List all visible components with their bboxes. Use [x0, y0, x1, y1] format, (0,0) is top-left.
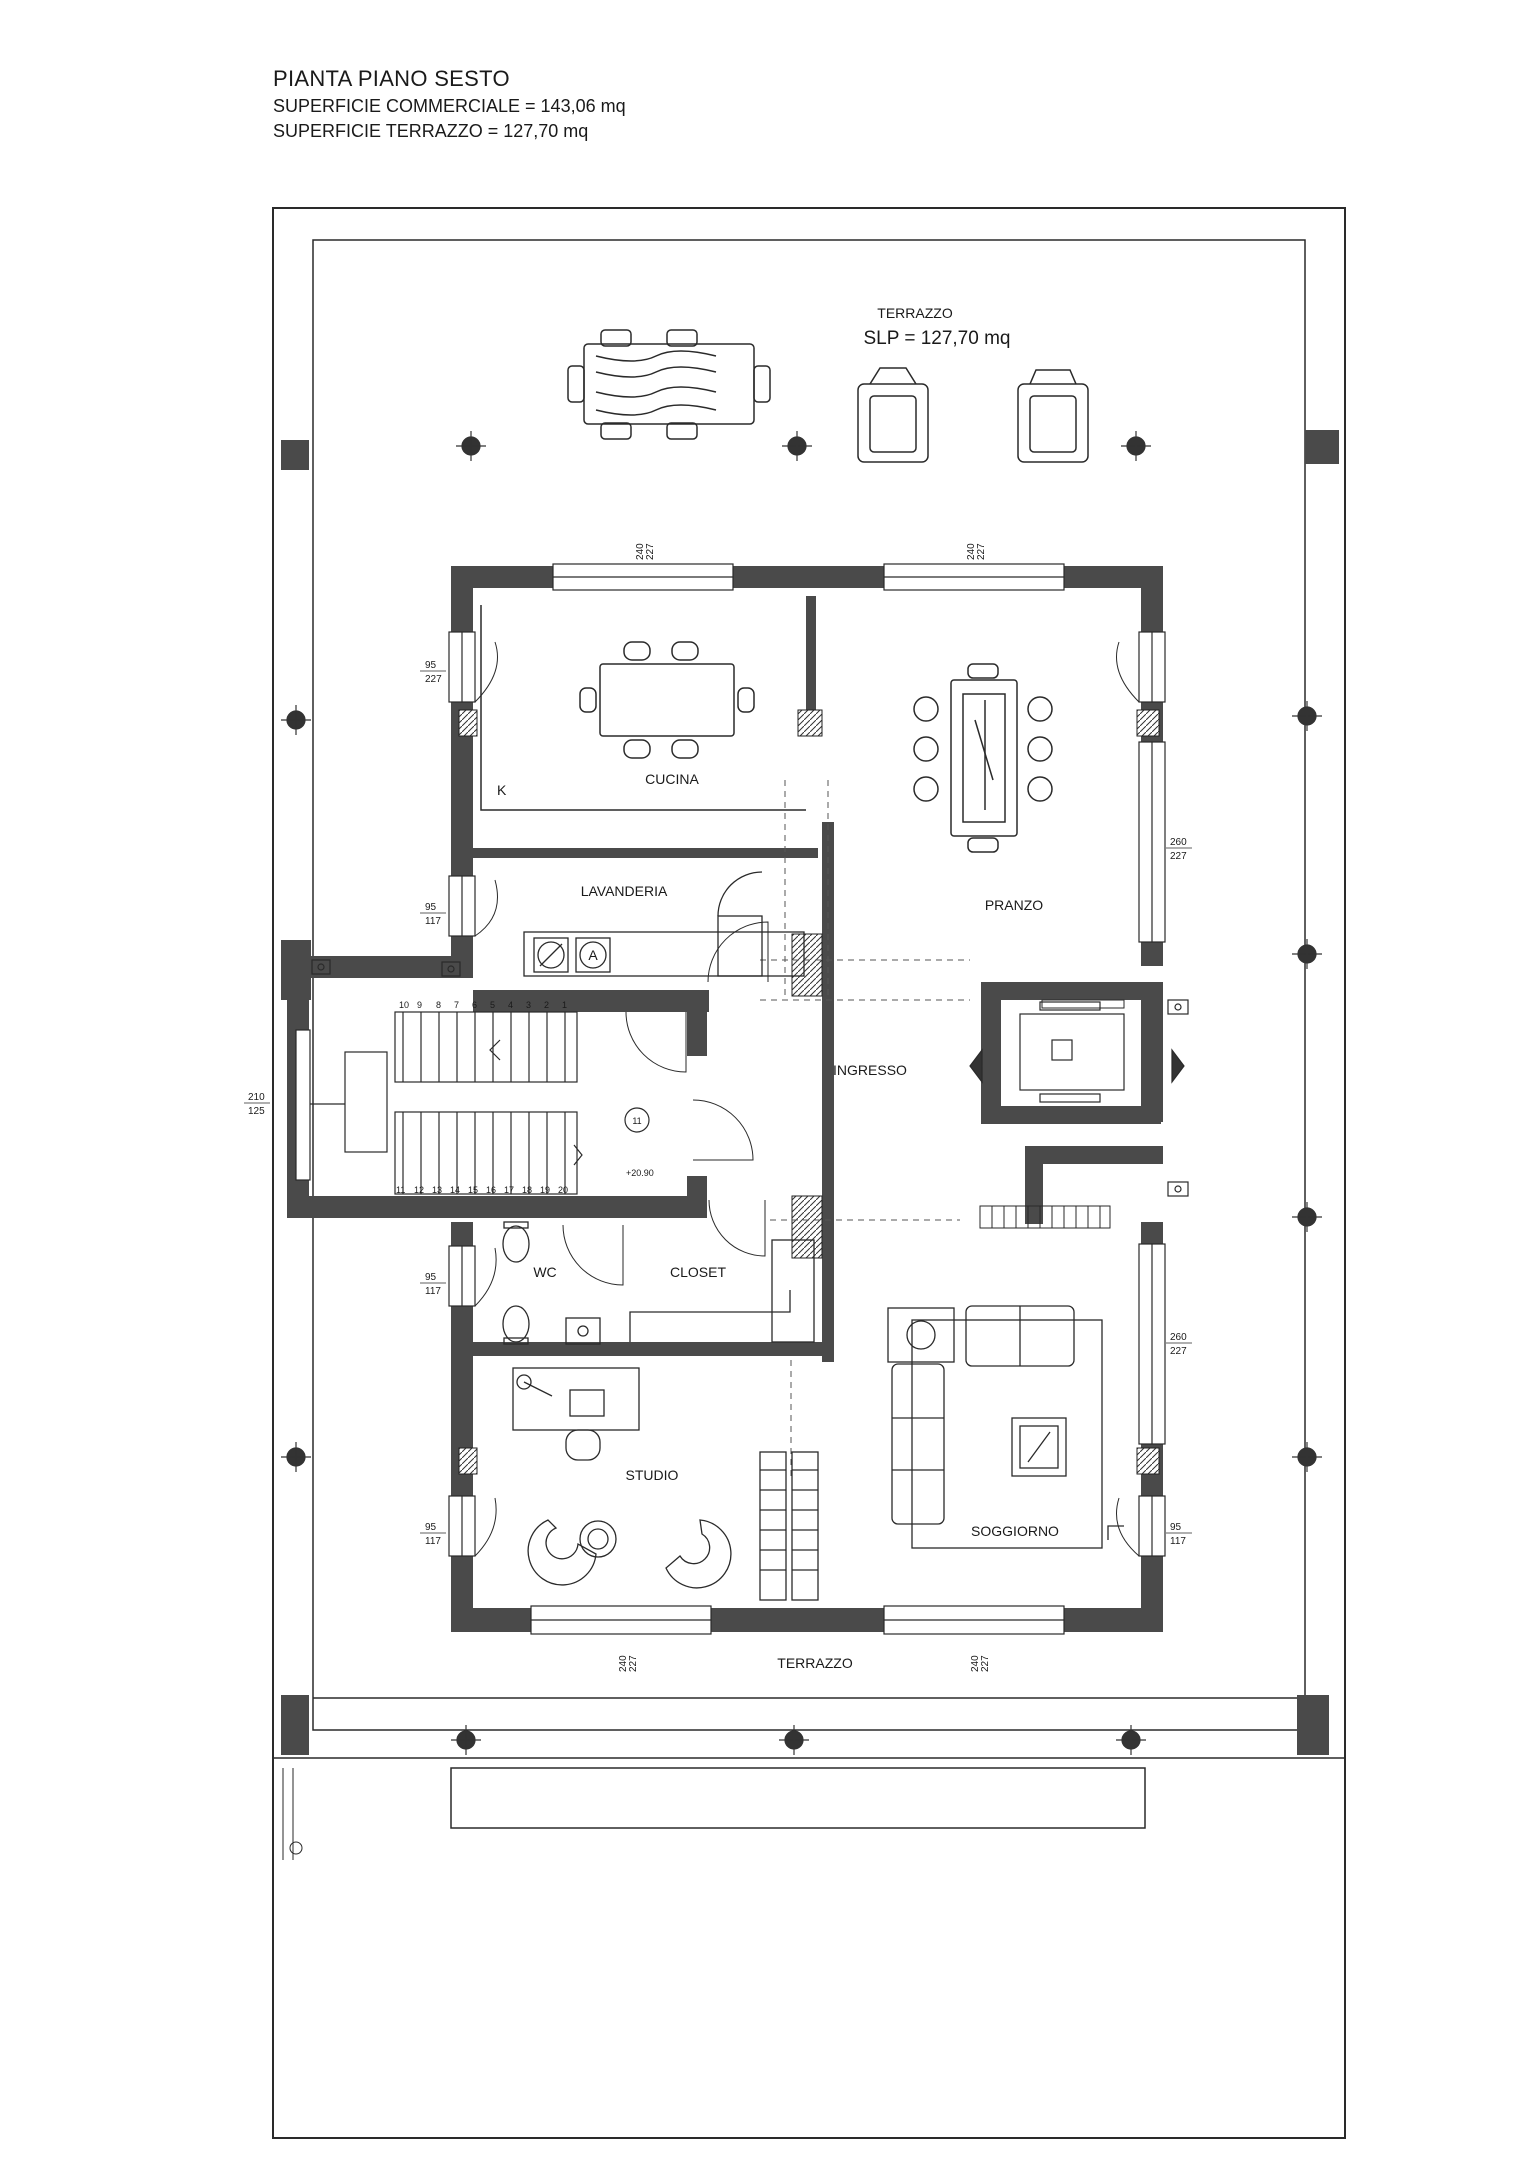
svg-text:6: 6	[472, 1000, 477, 1010]
svg-text:210: 210	[248, 1092, 265, 1103]
svg-text:240: 240	[618, 1655, 629, 1672]
terrace-top-label: TERRAZZO	[877, 305, 953, 321]
svg-text:95: 95	[425, 1272, 437, 1283]
svg-text:5: 5	[490, 1000, 495, 1010]
terrace-armchair-right	[1017, 369, 1089, 463]
lift	[311, 959, 1189, 1197]
svg-text:95: 95	[425, 660, 437, 671]
svg-text:20: 20	[558, 1185, 568, 1195]
room-label-ingresso: INGRESSO	[833, 1062, 907, 1078]
svg-text:117: 117	[1170, 1536, 1186, 1547]
svg-text:19: 19	[540, 1185, 550, 1195]
dashed-guides	[760, 780, 970, 1480]
svg-text:18: 18	[522, 1185, 532, 1195]
windows	[295, 563, 1166, 1635]
terrace-lights	[281, 431, 1322, 1755]
washer-label: A	[588, 947, 598, 963]
svg-text:227: 227	[628, 1655, 639, 1672]
svg-text:95: 95	[425, 902, 437, 913]
dimension-studio-window: 95 117	[420, 1522, 446, 1547]
dimension-wc-window: 95 117	[420, 1272, 446, 1297]
room-label-soggiorno: SOGGIORNO	[971, 1523, 1059, 1539]
svg-text:16: 16	[486, 1185, 496, 1195]
svg-text:117: 117	[425, 1536, 441, 1547]
svg-text:227: 227	[980, 1655, 991, 1672]
dimension-top-right: 240 227	[966, 543, 987, 560]
dimension-top-left: 240 227	[635, 543, 656, 560]
svg-text:117: 117	[425, 1286, 441, 1297]
stair-step-numbers-top: 10 9 8 7 6 5 4 3 2 1	[399, 1000, 567, 1010]
terrace-area-label: SUPERFICIE TERRAZZO = 127,70 mq	[273, 121, 589, 141]
svg-text:240: 240	[635, 543, 646, 560]
room-label-cucina: CUCINA	[645, 771, 699, 787]
commercial-area-label: SUPERFICIE COMMERCIALE = 143,06 mq	[273, 96, 626, 116]
svg-text:10: 10	[399, 1000, 409, 1010]
terrace-bottom-label: TERRAZZO	[777, 1655, 853, 1671]
wc-fixtures	[502, 1221, 815, 1345]
living-room-furniture	[887, 1305, 1124, 1549]
dimension-bottom-right: 240 227	[970, 1655, 991, 1672]
dimension-soggiorno-window: 260 227	[1166, 1332, 1192, 1357]
svg-text:12: 12	[414, 1185, 424, 1195]
dimension-stair-window: 210 125	[244, 1092, 270, 1117]
svg-text:2: 2	[544, 1000, 549, 1010]
exterior-walls	[287, 566, 1163, 1632]
dimension-soggiorno-small-window: 95 117	[1166, 1522, 1192, 1547]
svg-text:227: 227	[1170, 851, 1187, 862]
terrace-dining-table	[567, 329, 771, 440]
svg-text:17: 17	[504, 1185, 514, 1195]
stair-marker: 11	[632, 1116, 641, 1126]
svg-text:13: 13	[432, 1185, 442, 1195]
svg-text:1: 1	[562, 1000, 567, 1010]
level-marker: +20.90	[626, 1168, 654, 1178]
radiator-strips	[979, 999, 1125, 1229]
svg-text:15: 15	[468, 1185, 478, 1195]
svg-text:7: 7	[454, 1000, 459, 1010]
svg-text:227: 227	[425, 674, 442, 685]
kitchen-k-label: K	[497, 782, 507, 798]
room-label-pranzo: PRANZO	[985, 897, 1043, 913]
door-swings	[474, 641, 1140, 1557]
dimension-bottom-left: 240 227	[618, 1655, 639, 1672]
dimension-lavanderia-window: 95 117	[420, 902, 446, 927]
laundry-area	[523, 871, 805, 977]
svg-text:14: 14	[450, 1185, 460, 1195]
studio-furniture	[512, 1367, 819, 1601]
svg-text:11: 11	[396, 1185, 405, 1195]
terrace-perimeter	[272, 207, 1346, 2139]
room-label-closet: CLOSET	[670, 1264, 726, 1280]
dimension-cucina-window: 95 227	[420, 660, 446, 685]
plan-title: PIANTA PIANO SESTO	[273, 66, 510, 91]
staircase	[310, 1011, 650, 1195]
room-label-lavanderia: LAVANDERIA	[581, 883, 668, 899]
svg-text:227: 227	[645, 543, 656, 560]
terrace-slp-label: SLP = 127,70 mq	[863, 328, 1010, 349]
svg-text:260: 260	[1170, 1332, 1187, 1343]
svg-text:117: 117	[425, 916, 441, 927]
room-label-wc: WC	[533, 1264, 556, 1280]
structural-columns	[458, 709, 1160, 1475]
kitchen-table	[480, 605, 806, 811]
svg-text:260: 260	[1170, 837, 1187, 848]
terrace-armchair-left	[857, 367, 929, 463]
svg-text:227: 227	[1170, 1346, 1187, 1357]
svg-text:240: 240	[966, 543, 977, 560]
svg-text:95: 95	[425, 1522, 437, 1533]
svg-text:8: 8	[436, 1000, 441, 1010]
svg-text:3: 3	[526, 1000, 531, 1010]
svg-text:240: 240	[970, 1655, 981, 1672]
svg-text:4: 4	[508, 1000, 513, 1010]
svg-text:95: 95	[1170, 1522, 1182, 1533]
dining-table	[913, 663, 1053, 853]
svg-text:227: 227	[976, 543, 987, 560]
stair-step-numbers-bottom: 11 12 13 14 15 16 17 18 19 20	[396, 1185, 568, 1195]
room-label-studio: STUDIO	[626, 1467, 679, 1483]
svg-text:9: 9	[417, 1000, 422, 1010]
dimension-pranzo-window: 260 227	[1166, 837, 1192, 862]
svg-text:125: 125	[248, 1106, 265, 1117]
